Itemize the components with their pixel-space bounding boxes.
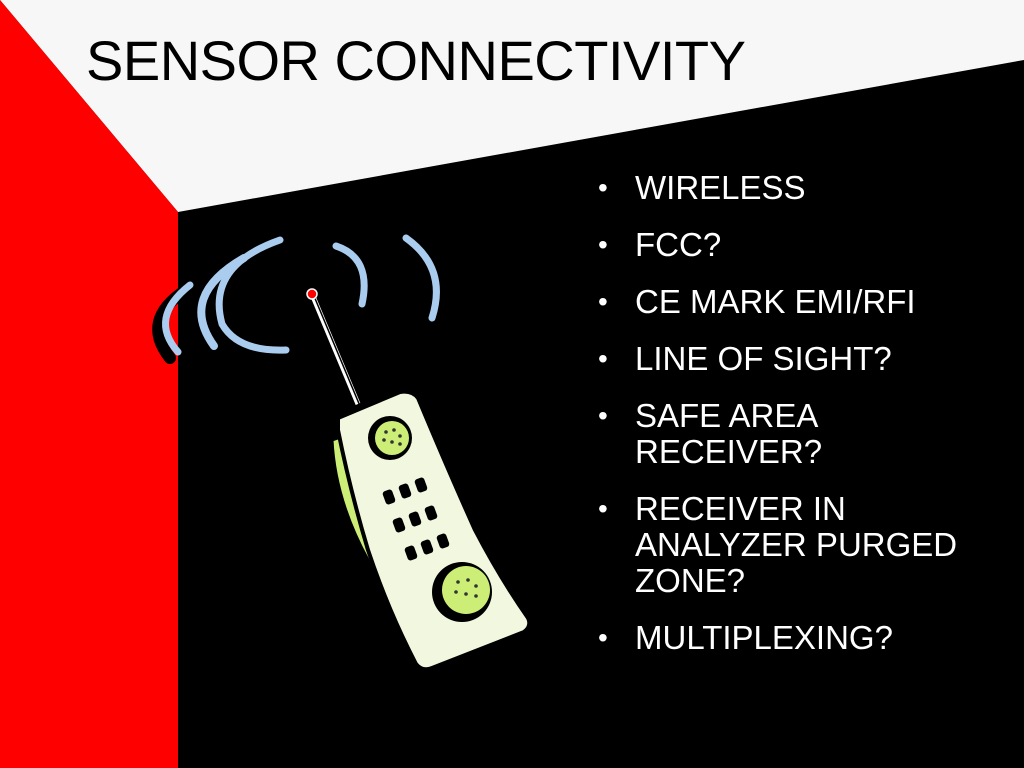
bullet-dot-icon: • <box>598 493 608 524</box>
bullet-text: RECEIVER IN ANALYZER PURGED ZONE? <box>635 490 958 599</box>
bullet-dot-icon: • <box>598 343 608 374</box>
bullet-item: • SAFE AREA RECEIVER? <box>590 398 1010 470</box>
slide-title: SENSOR CONNECTIVITY <box>86 29 746 92</box>
bullet-text: CE MARK EMI/RFI <box>635 283 916 320</box>
bullet-dot-icon: • <box>598 400 608 431</box>
bullet-dot-icon: • <box>598 622 608 653</box>
bullet-text: SAFE AREA RECEIVER? <box>635 397 823 470</box>
bullet-text: FCC? <box>635 226 722 263</box>
bullet-item: • FCC? <box>590 227 1010 263</box>
bullet-item: • LINE OF SIGHT? <box>590 341 1010 377</box>
bullet-list: • WIRELESS • FCC? • CE MARK EMI/RFI • LINE O… <box>590 170 1010 677</box>
bullet-item: • WIRELESS <box>590 170 1010 206</box>
bullet-text: MULTIPLEXING? <box>635 619 893 656</box>
red-side-panel <box>0 0 178 768</box>
cordless-phone-icon <box>152 234 532 670</box>
bullet-item: • RECEIVER IN ANALYZER PURGED ZONE? <box>590 491 1010 599</box>
bullet-item: • MULTIPLEXING? <box>590 620 1010 656</box>
bullet-text: WIRELESS <box>635 169 806 206</box>
bullet-item: • CE MARK EMI/RFI <box>590 284 1010 320</box>
bullet-text: LINE OF SIGHT? <box>635 340 892 377</box>
bullet-dot-icon: • <box>598 172 608 203</box>
bullet-dot-icon: • <box>598 229 608 260</box>
white-header-band <box>0 0 1024 212</box>
bullet-dot-icon: • <box>598 286 608 317</box>
